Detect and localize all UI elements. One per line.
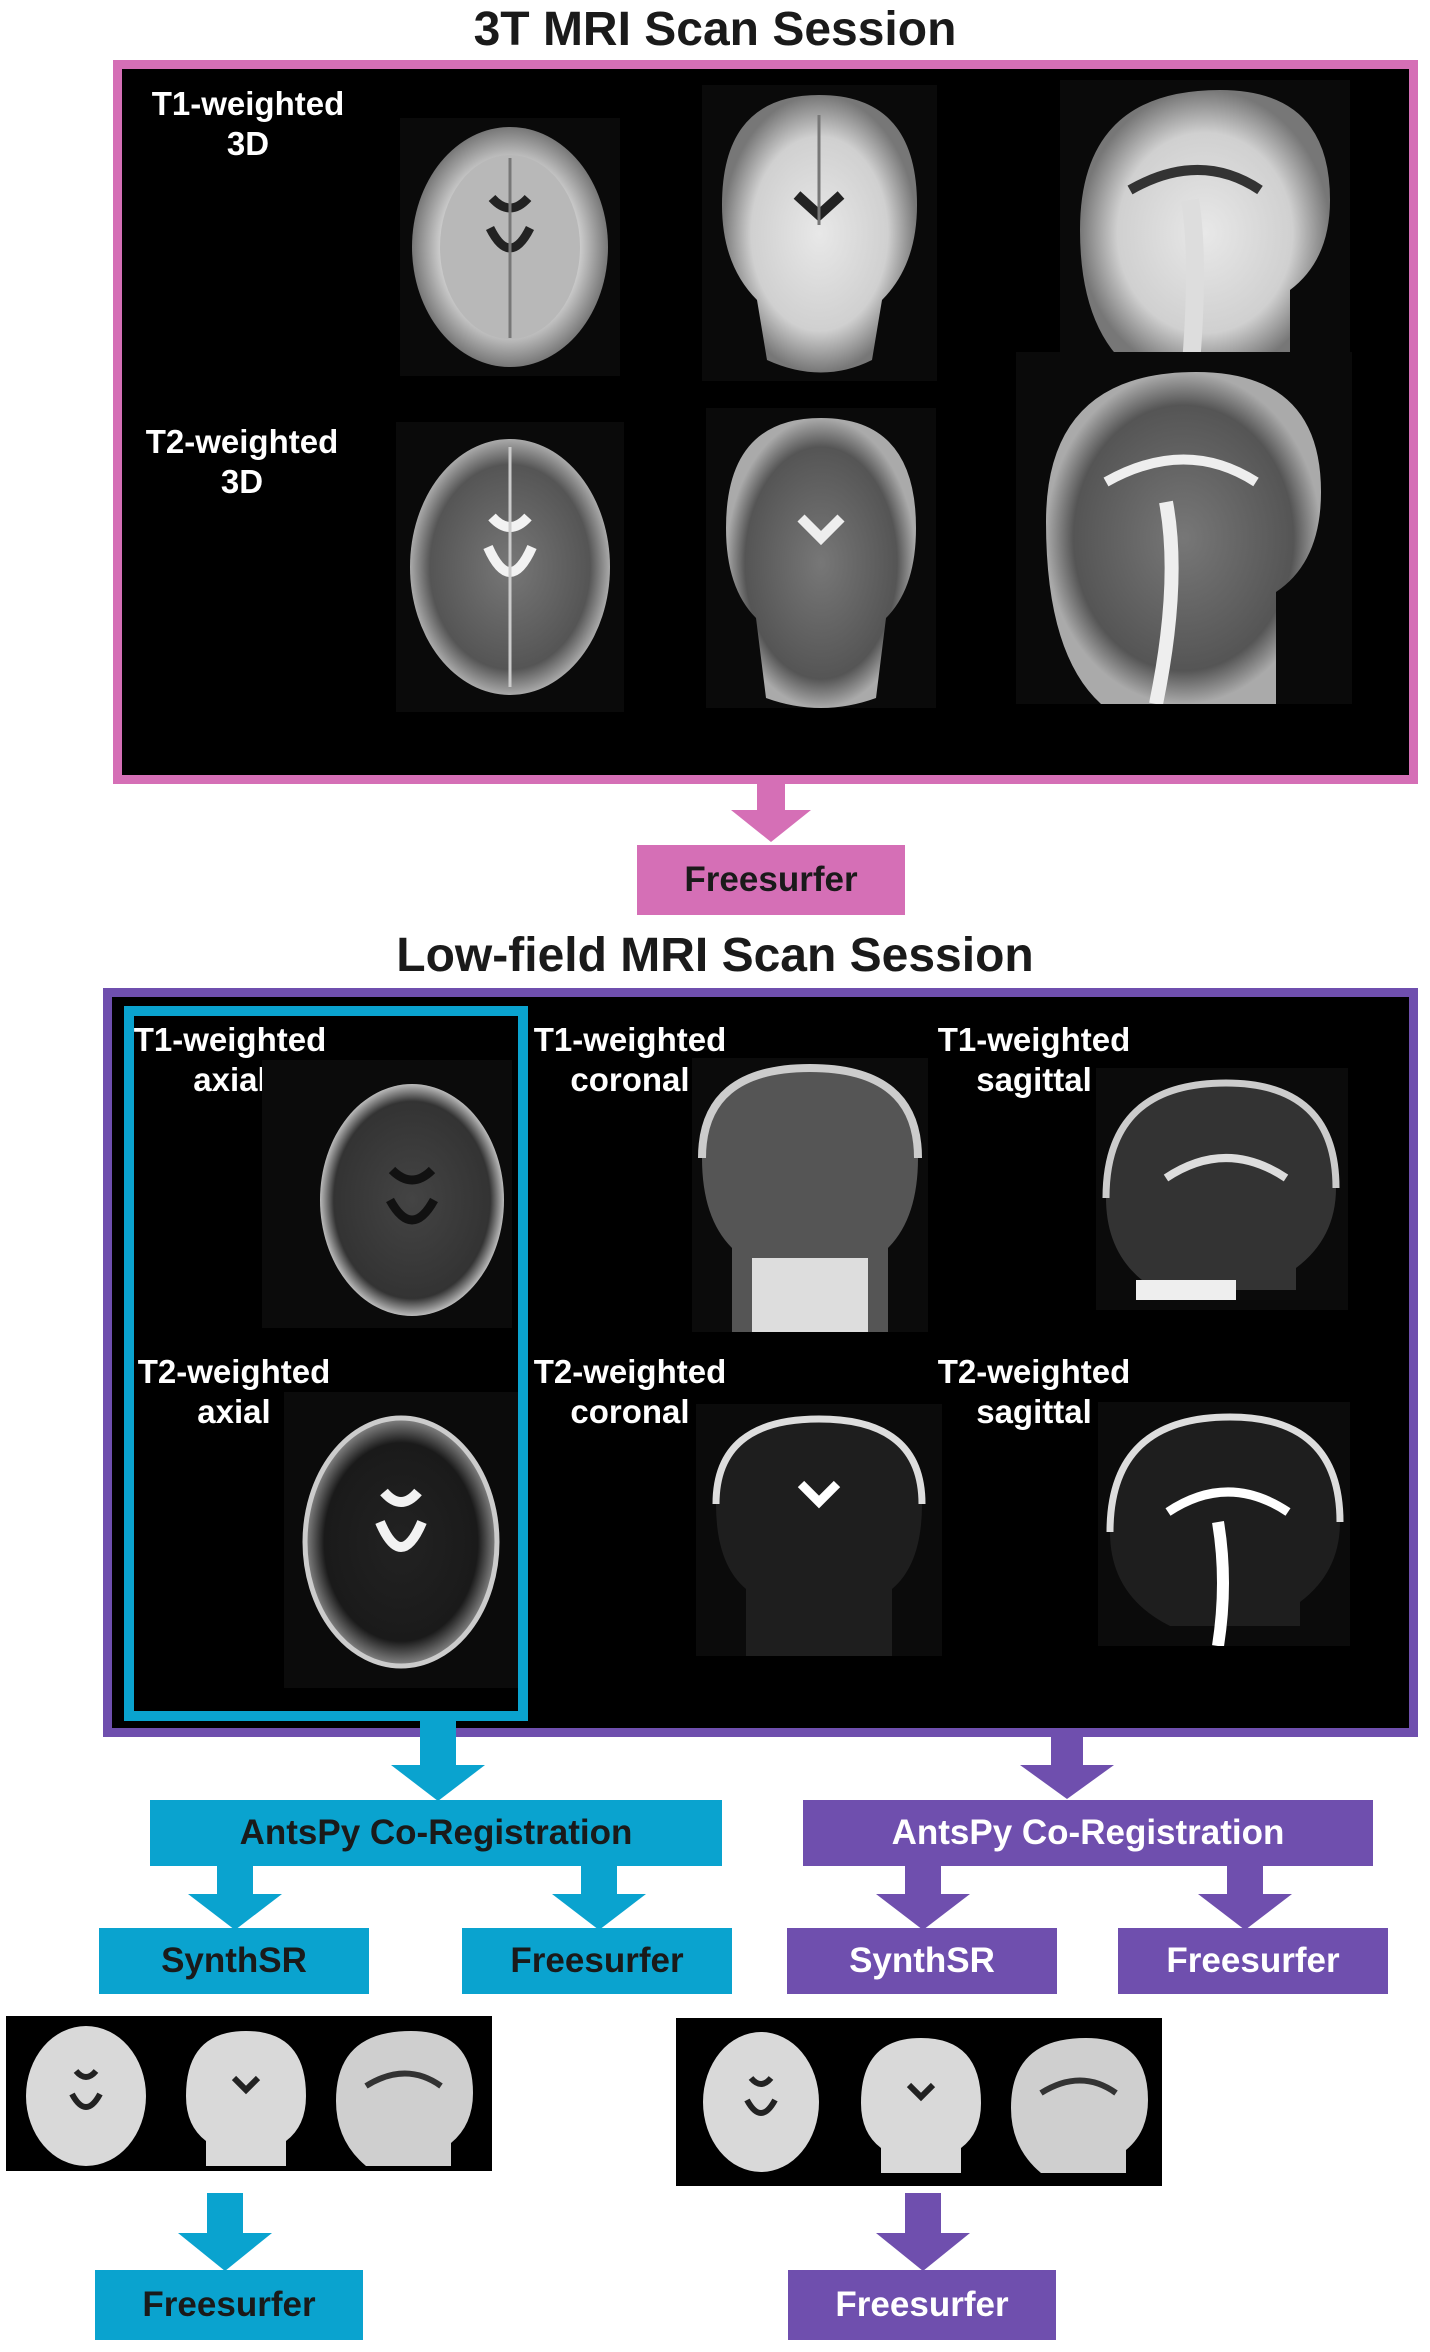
all-synthsr-box: SynthSR <box>787 1928 1057 1994</box>
axial-synthsr-box: SynthSR <box>99 1928 369 1994</box>
lf-t1-sagittal-label-line2: sagittal <box>976 1061 1092 1098</box>
axial-freesurfer-box: Freesurfer <box>462 1928 732 1994</box>
lf-t2-axial-label-line1: T2-weighted <box>137 1353 331 1390</box>
t1-3d-axial-image <box>400 118 620 376</box>
t1-3d-coronal-image <box>702 85 937 381</box>
t2-3d-axial-image <box>396 422 624 712</box>
t1-3d-sagittal-image <box>1060 80 1350 376</box>
top-section-title: 3T MRI Scan Session <box>473 3 957 56</box>
t2-3d-coronal-image <box>706 408 936 708</box>
down-arrow-cyan-freesurfer <box>552 1866 646 1930</box>
down-arrow-purple-synthsr <box>876 1866 970 1930</box>
down-arrow-cyan-1 <box>391 1721 485 1801</box>
all-freesurfer-box: Freesurfer <box>1118 1928 1388 1994</box>
lf-t2-sagittal-label-line2: sagittal <box>976 1393 1092 1430</box>
lf-t2-sagittal-label-line1: T2-weighted <box>937 1353 1131 1390</box>
lf-t2-axial-label-line2: axial <box>197 1393 271 1430</box>
t2-3d-sagittal-image <box>1016 352 1352 704</box>
lf-t2-sagittal-image <box>1098 1402 1350 1646</box>
down-arrow-cyan-synthsr <box>188 1866 282 1930</box>
lf-t2-coronal-label-line2: coronal <box>570 1393 690 1430</box>
lf-t1-coronal-label-line2: coronal <box>570 1061 690 1098</box>
lf-t2-coronal-label-line1: T2-weighted <box>533 1353 727 1390</box>
t2-3d-label-line2: 3D <box>220 463 264 500</box>
freesurfer-3t-box: Freesurfer <box>637 845 905 915</box>
axial-coreg-box: AntsPy Co-Registration <box>150 1800 722 1866</box>
t2-3d-label-line1: T2-weighted <box>145 423 339 460</box>
lf-t1-sagittal-image <box>1096 1068 1348 1310</box>
down-arrow-cyan-final <box>178 2193 272 2271</box>
t1-3d-label-line2: 3D <box>226 125 270 162</box>
lf-t1-axial-label-line2: axial <box>193 1061 267 1098</box>
lf-t1-axial-image <box>262 1060 512 1328</box>
all-final-freesurfer-box: Freesurfer <box>788 2270 1056 2340</box>
all-synthsr-output-strip <box>676 2018 1162 2186</box>
down-arrow-purple-final <box>876 2193 970 2271</box>
lf-t2-axial-image <box>284 1392 518 1688</box>
lf-t2-coronal-image <box>696 1404 942 1656</box>
axial-highlight-box <box>124 1006 528 1721</box>
down-arrow-pink <box>731 784 811 842</box>
lf-t1-coronal-label-line1: T1-weighted <box>533 1021 727 1058</box>
down-arrow-purple-freesurfer <box>1198 1866 1292 1930</box>
all-coreg-box: AntsPy Co-Registration <box>803 1800 1373 1866</box>
axial-synthsr-output-strip <box>6 2016 492 2171</box>
lf-t1-coronal-image <box>692 1058 928 1332</box>
lf-t1-axial-label-line1: T1-weighted <box>133 1021 327 1058</box>
down-arrow-purple-1 <box>1020 1737 1114 1799</box>
t1-3d-label-line1: T1-weighted <box>151 85 345 122</box>
lf-t1-sagittal-label-line1: T1-weighted <box>937 1021 1131 1058</box>
axial-final-freesurfer-box: Freesurfer <box>95 2270 363 2340</box>
low-field-section-title: Low-field MRI Scan Session <box>396 929 1034 982</box>
